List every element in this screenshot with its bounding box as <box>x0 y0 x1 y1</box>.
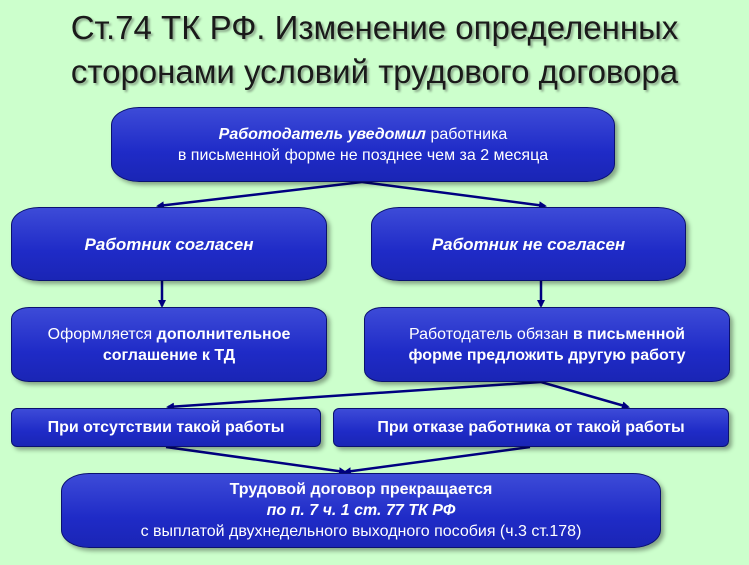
box-employee-disagrees: Работник не согласен <box>371 207 686 281</box>
box-employee-agrees: Работник согласен <box>11 207 327 281</box>
arrow-refusal-to-terminate <box>343 445 531 476</box>
box-contract-terminated: Трудовой договор прекращается по п. 7 ч.… <box>61 473 661 548</box>
terminate-line-2: по п. 7 ч. 1 ст. 77 ТК РФ <box>266 502 456 519</box>
title-line-1: Ст.74 ТК РФ. Изменение определенных <box>70 9 679 46</box>
supplement-bold: дополнительное <box>156 325 291 343</box>
notice-line-2: в письменной форме не позднее чем за 2 м… <box>177 146 549 164</box>
arrow-no-work-to-terminate <box>165 445 347 476</box>
slide-title: Ст.74 ТК РФ. Изменение определенных стор… <box>0 6 749 94</box>
supplement-plain: Оформляется <box>47 325 157 343</box>
supplement-line-2: соглашение к ТД <box>102 346 236 364</box>
agree-label: Работник согласен <box>84 234 254 254</box>
offer-bold: в письменной <box>572 325 686 343</box>
refusal-label: При отказе работника от такой работы <box>377 419 685 436</box>
terminate-line-1: Трудовой договор прекращается <box>229 481 493 498</box>
box-employer-must-offer: Работодатель обязан в письменной форме п… <box>364 307 730 382</box>
no-work-label: При отсутствии такой работы <box>47 419 285 436</box>
arrow-notice-to-disagree <box>361 180 547 210</box>
arrow-offer-to-refusal <box>540 380 630 410</box>
box-no-such-work: При отсутствии такой работы <box>11 408 321 447</box>
notice-bold: Работодатель уведомил <box>218 125 426 143</box>
offer-plain: Работодатель обязан <box>408 325 573 343</box>
terminate-line-3: с выплатой двухнедельного выходного посо… <box>140 523 582 540</box>
notice-rest: работника <box>426 125 508 143</box>
box-supplementary-agreement: Оформляется дополнительное соглашение к … <box>11 307 327 382</box>
arrow-notice-to-agree <box>156 180 363 210</box>
offer-line-2: форме предложить другую работу <box>408 346 686 364</box>
box-employer-notified: Работодатель уведомил работника в письме… <box>111 107 615 182</box>
arrow-offer-to-no-work <box>166 380 542 411</box>
disagree-label: Работник не согласен <box>431 234 626 254</box>
title-line-2: сторонами условий трудового договора <box>70 53 679 90</box>
box-employee-refuses: При отказе работника от такой работы <box>333 408 729 447</box>
